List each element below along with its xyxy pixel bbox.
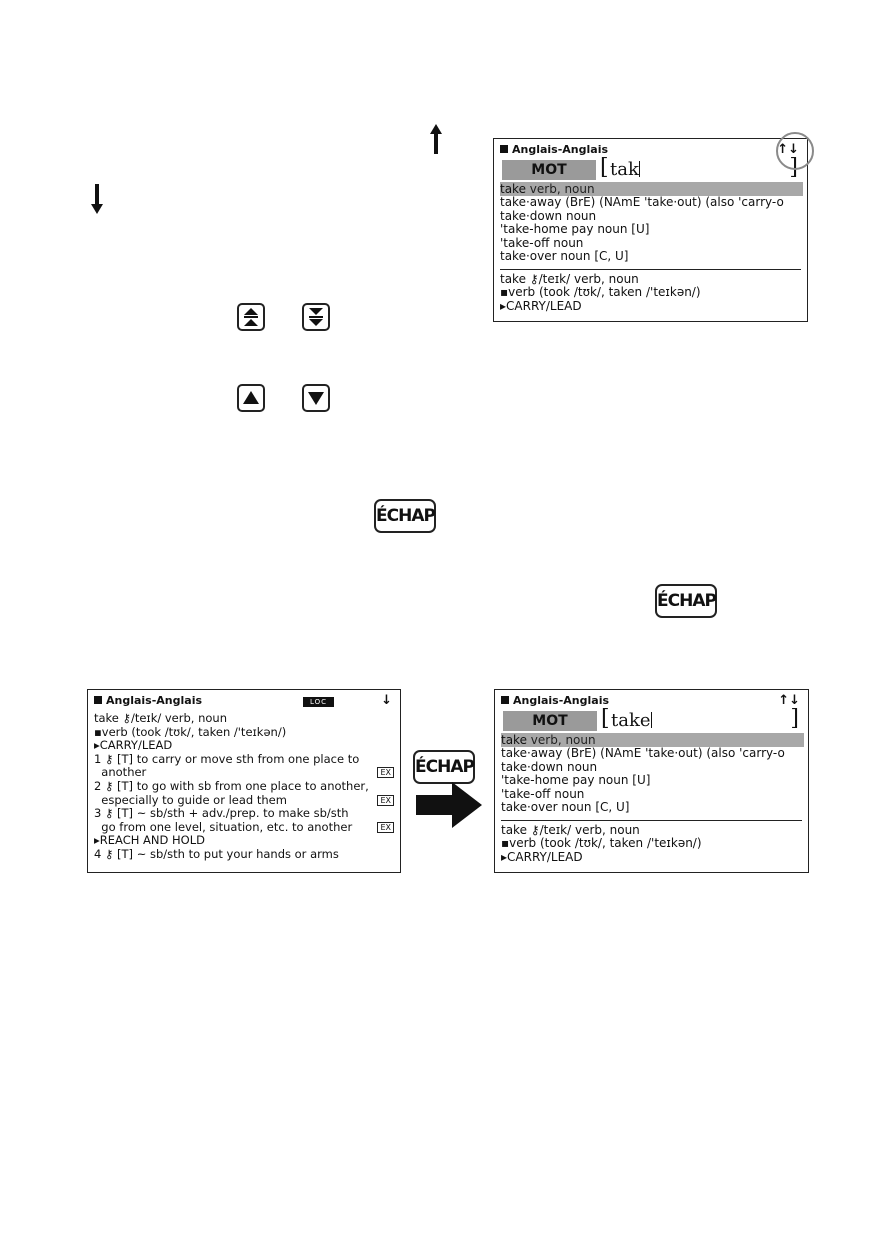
square-icon (94, 696, 102, 704)
result-headword: 'take-home pay (500, 222, 594, 237)
double-down-triangle-icon (309, 308, 323, 326)
loc-badge: LOC (303, 697, 335, 707)
result-pos: (BrE) (NAmE 'take·out) (also 'carry-o (562, 746, 785, 761)
double-up-triangle-icon (244, 308, 258, 326)
entry-line: ▪verb (took /tʊk/, taken /'teɪkən/) (501, 836, 702, 851)
highlight-circle (776, 132, 814, 170)
entry-line: another (94, 765, 147, 780)
search-value: take (611, 710, 652, 731)
up-triangle-icon (243, 391, 259, 404)
bracket-left: [ (601, 706, 610, 731)
search-input[interactable]: [ take ] (601, 706, 799, 731)
result-pos: noun (550, 786, 585, 801)
down-key (302, 384, 330, 412)
result-pos: verb, noun (526, 733, 596, 747)
mode-label: MOT (503, 711, 597, 731)
big-right-arrow-icon (416, 782, 482, 828)
page-up-key (237, 303, 265, 331)
bracket-left: [ (600, 155, 609, 180)
result-pos: noun [C, U] (556, 249, 629, 263)
result-headword: take·away (500, 195, 562, 210)
result-headword: 'take-off (501, 786, 551, 801)
screen-title: Anglais-Anglais (501, 694, 609, 707)
dictionary-screen-bottom-right: Anglais-Anglais ↑↓ MOT [ take ] take ver… (494, 689, 809, 873)
escape-key-2: ÉCHAP (655, 584, 717, 618)
example-button[interactable]: EX (377, 794, 394, 806)
entry-line: take ⚷/teɪk/ verb, noun (501, 823, 640, 837)
entry-line: ▸CARRY/LEAD (94, 738, 173, 753)
square-icon (501, 696, 509, 704)
result-item[interactable]: 'take-home pay noun [U] (501, 773, 804, 787)
result-item[interactable]: take·over noun [C, U] (501, 800, 804, 814)
entry-line: ▪verb (took /tʊk/, taken /'teɪkən/) (500, 285, 701, 300)
result-item[interactable]: take·down noun (501, 760, 804, 774)
dictionary-screen-top: Anglais-Anglais ↑↓ MOT [ tak ] take verb… (493, 138, 808, 322)
result-pos: (BrE) (NAmE 'take·out) (also 'carry-o (561, 195, 784, 210)
result-pos: noun (563, 759, 598, 774)
result-headword: 'take-off (500, 235, 550, 250)
result-headword: take·over (500, 249, 557, 263)
screen-title: Anglais-Anglais (94, 694, 202, 707)
result-item[interactable]: take·down noun (500, 209, 803, 223)
result-item[interactable]: 'take-home pay noun [U] (500, 222, 803, 236)
result-headword: take·down (501, 759, 564, 774)
result-pos: noun [U] (593, 222, 650, 237)
search-value: tak (610, 159, 640, 180)
example-button[interactable]: EX (377, 821, 394, 833)
result-pos: noun [U] (594, 773, 651, 788)
mode-label: MOT (502, 160, 596, 180)
entry-line: take ⚷/teɪk/ verb, noun (94, 711, 228, 725)
result-headword: 'take-home pay (501, 773, 595, 788)
result-pos: verb, noun (525, 182, 595, 196)
entry-line: 2 ⚷ [T] to go with sb from one place to … (94, 779, 369, 793)
result-item[interactable]: take·away (BrE) (NAmE 'take·out) (also '… (501, 746, 804, 760)
up-down-icon: ↑↓ (778, 693, 800, 708)
up-arrow-icon (430, 124, 442, 154)
entry-line: ▸CARRY/LEAD (501, 849, 583, 864)
result-item[interactable]: 'take-off noun (500, 236, 803, 250)
cursor (638, 161, 640, 177)
down-icon: ↓ (381, 693, 392, 708)
down-triangle-icon (308, 392, 324, 405)
result-item[interactable]: take verb, noun (501, 733, 804, 747)
search-input[interactable]: [ tak ] (600, 157, 798, 180)
entry-line: ▸CARRY/LEAD (500, 298, 582, 313)
result-headword: take·away (501, 746, 563, 761)
result-headword: take·over (501, 800, 558, 814)
result-pos: noun (549, 235, 584, 250)
result-pos: noun (562, 208, 597, 223)
result-item[interactable]: take·away (BrE) (NAmE 'take·out) (also '… (500, 195, 803, 209)
cursor (650, 712, 652, 728)
divider (501, 820, 802, 821)
result-headword: take (500, 182, 526, 196)
entry-line: 3 ⚷ [T] ~ sb/sth + adv./prep. to make sb… (94, 806, 349, 821)
up-key (237, 384, 265, 412)
entry-line: go from one level, situation, etc. to an… (94, 819, 353, 834)
square-icon (500, 145, 508, 153)
entry-line: ▪verb (took /tʊk/, taken /'teɪkən/) (94, 724, 287, 739)
result-pos: noun [C, U] (557, 800, 630, 814)
divider (500, 269, 801, 270)
entry-line: 4 ⚷ [T] ~ sb/sth to put your hands or ar… (94, 847, 339, 861)
entry-line: 1 ⚷ [T] to carry or move sth from one pl… (94, 751, 360, 766)
entry-line: ▸REACH AND HOLD (94, 833, 205, 848)
screen-title: Anglais-Anglais (500, 143, 608, 156)
result-headword: take (501, 733, 527, 747)
bracket-right: ] (790, 706, 799, 731)
result-item[interactable]: 'take-off noun (501, 787, 804, 801)
result-headword: take·down (500, 208, 563, 223)
result-item[interactable]: take verb, noun (500, 182, 803, 196)
escape-key-3: ÉCHAP (413, 750, 475, 784)
example-button[interactable]: EX (377, 767, 394, 779)
page-down-key (302, 303, 330, 331)
entry-line: take ⚷/teɪk/ verb, noun (500, 272, 639, 286)
escape-key-1: ÉCHAP (374, 499, 436, 533)
dictionary-screen-entry: Anglais-Anglais LOC ↓ take ⚷/teɪk/ verb,… (87, 689, 401, 873)
result-item[interactable]: take·over noun [C, U] (500, 249, 803, 263)
down-arrow-icon (91, 184, 103, 214)
entry-line: especially to guide or lead them (94, 792, 287, 807)
